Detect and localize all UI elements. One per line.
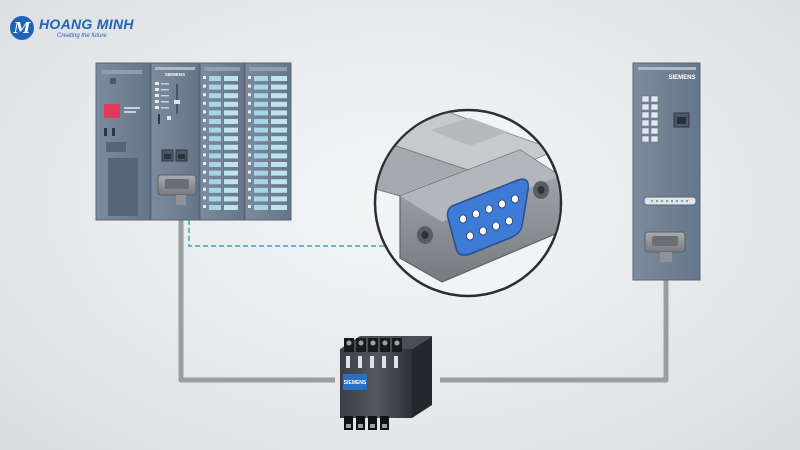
connector-zoom-view [373, 108, 563, 298]
repeater-bottom-terminals [344, 416, 389, 430]
power-switch-icon [104, 104, 120, 118]
logo: M HOANG MINH Creating the future [10, 16, 134, 40]
status-led-grid [641, 95, 659, 143]
brand-slogan: Creating the future [57, 33, 107, 39]
zoom-indicator-dashed-line [188, 220, 385, 247]
repeater-label-plate [343, 374, 367, 390]
repeater-top-terminals [344, 338, 402, 352]
db9-pins [458, 194, 519, 241]
repeater-brand-label: SIEMENS [344, 380, 367, 386]
profibus-cable [178, 205, 669, 383]
remote-brand-label: SIEMENS [668, 75, 695, 81]
cpu-module [150, 62, 200, 221]
cpu-profibus-plug [157, 174, 197, 205]
remote-profibus-plug [644, 231, 686, 262]
remote-io-module: SIEMENS [632, 62, 701, 281]
plc-rack: SIEMENS [95, 62, 292, 221]
sub-d-connector-slot [643, 196, 697, 206]
logo-mark-icon: M [10, 16, 34, 40]
profibus-repeater: SIEMENS [340, 336, 432, 430]
power-supply-module [95, 62, 151, 221]
brand-name: HOANG MINH [39, 16, 134, 32]
cpu-brand-label: SIEMENS [165, 72, 185, 77]
